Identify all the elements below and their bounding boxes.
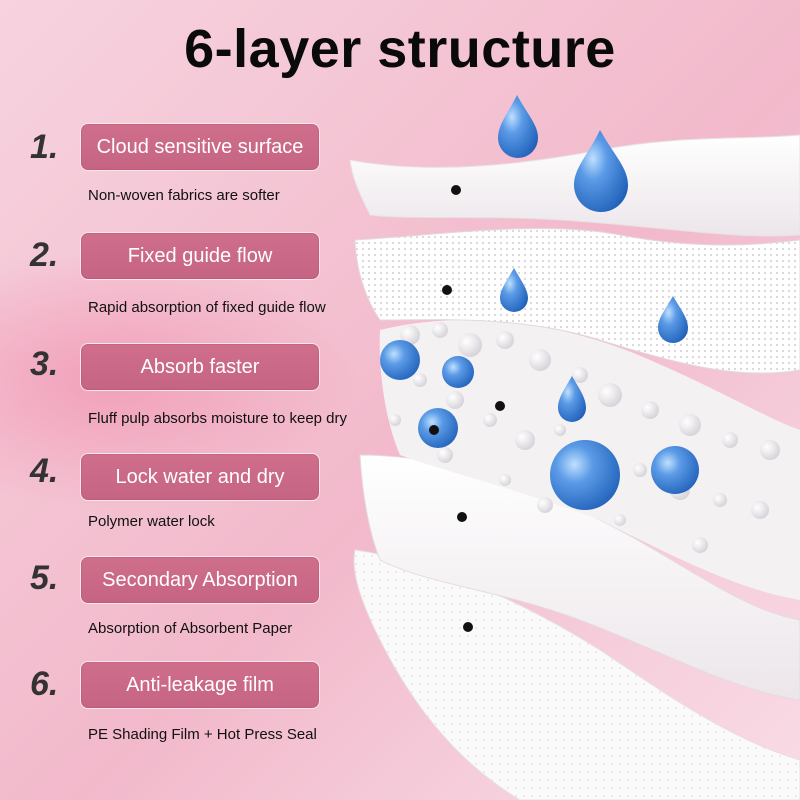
layer-1-description: Non-woven fabrics are softer: [88, 187, 280, 204]
fluff-pearls: [389, 322, 780, 553]
water-drops: [498, 95, 688, 422]
layer-3-description: Fluff pulp absorbs moisture to keep dry: [88, 410, 348, 427]
layer-2-number: 2.: [30, 236, 59, 274]
absorbed-water-spheres: [380, 340, 699, 510]
layer-5-description: Absorption of Absorbent Paper: [88, 620, 293, 637]
layer-marker-dots: [429, 185, 505, 632]
layer-6-description: PE Shading Film + Hot Press Seal: [88, 726, 317, 743]
page-title: 6-layer structure: [184, 19, 616, 79]
layer-3-label: Absorb faster: [80, 343, 320, 391]
layer-6-label: Anti-leakage film: [80, 661, 320, 709]
layer-4-description: Polymer water lock: [88, 513, 215, 530]
layer-5-number: 5.: [30, 559, 59, 597]
layer-6-sheet: [353, 549, 800, 800]
layer-2-sheet: [354, 228, 800, 374]
layer-6-number: 6.: [30, 665, 59, 703]
layer-1-number: 1.: [30, 128, 59, 166]
layer-2-label: Fixed guide flow: [80, 232, 320, 280]
layer-1-label: Cloud sensitive surface: [80, 123, 320, 171]
layer-2-description: Rapid absorption of fixed guide flow: [88, 299, 326, 316]
layer-4-label: Lock water and dry: [80, 453, 320, 501]
layer-3-number: 3.: [30, 345, 59, 383]
layer-4-number: 4.: [30, 452, 59, 490]
layer-5-label: Secondary Absorption: [80, 556, 320, 604]
